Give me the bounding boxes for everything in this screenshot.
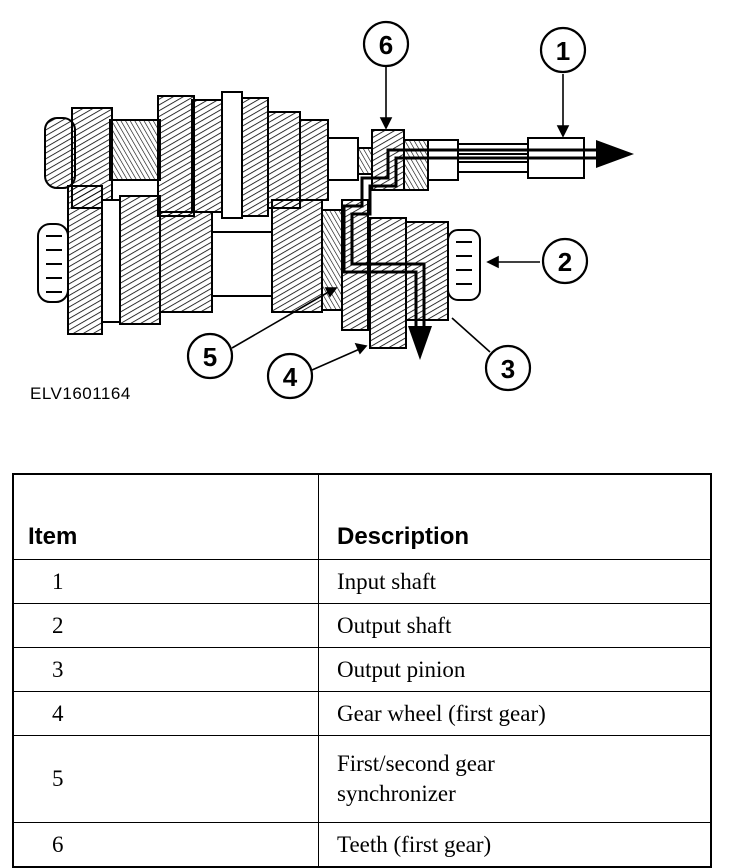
item-description-line-1: First/second gear [337, 751, 495, 776]
input-shaft-assembly [44, 91, 585, 219]
item-description: Output shaft [318, 603, 712, 648]
header-description: Description [318, 473, 712, 560]
svg-text:1: 1 [556, 36, 570, 66]
callout-4: 4 [266, 352, 314, 400]
svg-text:2: 2 [558, 247, 572, 277]
svg-text:5: 5 [203, 342, 217, 372]
table-row: 6 Teeth (first gear) [12, 822, 712, 868]
item-number: 2 [12, 603, 319, 648]
callout-3: 3 [484, 344, 532, 392]
svg-text:6: 6 [379, 30, 393, 60]
table-row: 5 First/second gear synchronizer [12, 735, 712, 823]
item-description: Input shaft [318, 559, 712, 604]
power-flow-path [342, 148, 600, 330]
gearbox-power-flow-illustration: 1 2 3 4 5 6 [37, 20, 634, 400]
callout-1: 1 [539, 26, 587, 74]
item-description: First/second gear synchronizer [318, 735, 712, 823]
table-row: 1 Input shaft [12, 559, 712, 604]
item-description-line-2: synchronizer [337, 781, 456, 806]
output-shaft-assembly [37, 185, 481, 349]
callout-5: 5 [186, 332, 234, 380]
item-description: Gear wheel (first gear) [318, 691, 712, 736]
table-row: 2 Output shaft [12, 603, 712, 648]
item-number: 6 [12, 822, 319, 868]
callout-2: 2 [541, 237, 589, 285]
callout-leaders [231, 66, 570, 371]
output-arrow-head [408, 326, 432, 360]
item-description: Output pinion [318, 647, 712, 692]
input-arrow-head [596, 140, 634, 168]
item-description: Teeth (first gear) [318, 822, 712, 868]
legend-table: Item Description 1 Input shaft 2 Output … [12, 473, 712, 868]
figure-reference-id: ELV1601164 [30, 384, 131, 403]
svg-text:3: 3 [501, 354, 515, 384]
callout-6: 6 [362, 20, 410, 68]
table-row: 4 Gear wheel (first gear) [12, 691, 712, 736]
item-number: 3 [12, 647, 319, 692]
item-number: 4 [12, 691, 319, 736]
svg-text:4: 4 [283, 362, 298, 392]
item-number: 5 [12, 735, 319, 823]
header-item: Item [12, 473, 319, 560]
table-header-row: Item Description [12, 473, 712, 560]
table-row: 3 Output pinion [12, 647, 712, 692]
item-number: 1 [12, 559, 319, 604]
